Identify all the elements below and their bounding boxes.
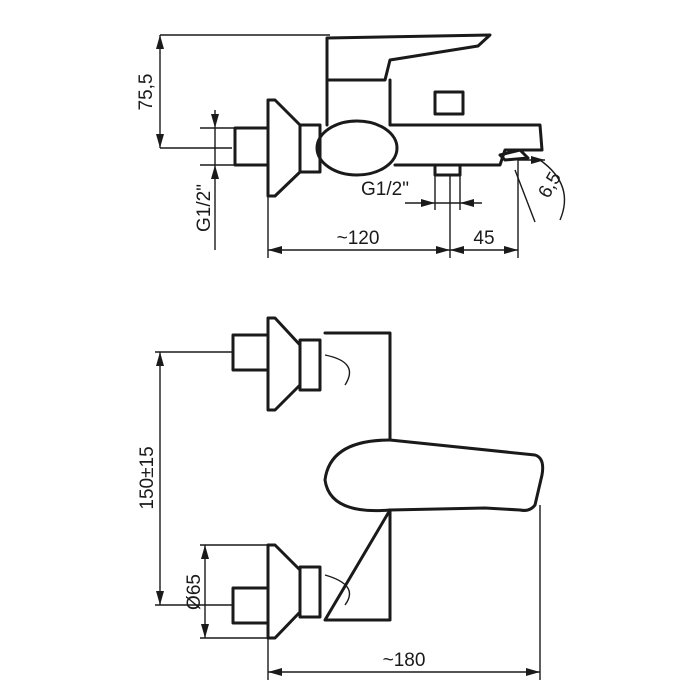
- dim-centers-label: 150±15: [137, 446, 158, 509]
- dim-outlet-thread-label: G1/2": [361, 179, 409, 200]
- lower-escutcheon: [266, 543, 302, 640]
- side-view: 75,5 G1/2" G1/2" ~120 45 6,5: [136, 33, 566, 258]
- lower-hex-nut: [298, 565, 322, 619]
- diverter-knob: [433, 90, 465, 116]
- lower-inlet-pipe: [231, 586, 270, 625]
- side-lever-handle: [325, 33, 492, 82]
- side-inlet-pipe: [233, 126, 270, 167]
- side-escutcheon: [266, 98, 302, 198]
- dim-width-label: ~180: [383, 650, 426, 671]
- dim-spout-offset-label: 45: [473, 228, 494, 249]
- dim-escutcheon-label: Ø65: [184, 574, 205, 610]
- side-body: [325, 78, 544, 167]
- cartridge-body: [315, 119, 399, 177]
- front-body: [323, 331, 392, 622]
- dim-height-label: 75,5: [136, 74, 157, 111]
- dim-angle-label: 6,5: [535, 169, 566, 202]
- front-view: 150±15 Ø65 ~180: [137, 316, 545, 680]
- dim-inlet-thread-label: G1/2": [194, 184, 215, 232]
- upper-escutcheon: [266, 316, 302, 412]
- front-lever-handle: [388, 438, 545, 512]
- shower-outlet: [433, 163, 462, 177]
- dim-depth-label: ~120: [337, 228, 380, 249]
- spout-tip: [498, 148, 530, 162]
- upper-hex-nut: [298, 338, 322, 392]
- front-lever-cap: [323, 438, 392, 513]
- upper-inlet-pipe: [231, 333, 270, 372]
